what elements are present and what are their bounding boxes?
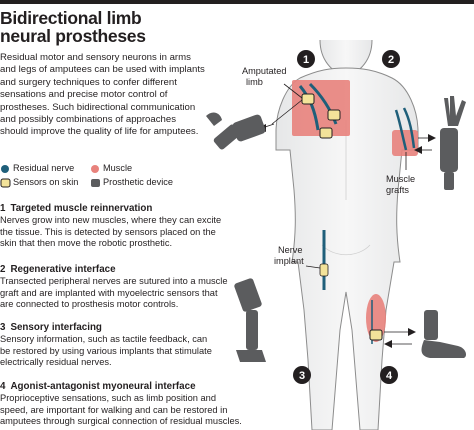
- section-line: Proprioceptive sensations, such as limb …: [0, 393, 217, 403]
- prosthetic-leg-left: [234, 278, 266, 362]
- legend-label: Muscle: [103, 163, 133, 173]
- intro-paragraph: Residual motor and sensory neurons in ar…: [0, 52, 232, 139]
- callout-line: [283, 83, 303, 99]
- section-line: the tissue. This is detected by sensors …: [0, 226, 216, 237]
- intro-line: should improve the quality of life for a…: [0, 126, 199, 138]
- arrow-head: [428, 134, 436, 142]
- arrow-head: [408, 328, 416, 336]
- skin-sensor: [369, 329, 383, 341]
- skin-sensor: [301, 93, 315, 105]
- legend-label: Sensors on skin: [13, 177, 79, 187]
- skin-sensor: [319, 127, 333, 139]
- prosthetic-arm-left: [206, 112, 266, 150]
- prosthetic-swatch: [91, 179, 100, 187]
- section-body: Proprioceptive sensations, such as limb …: [0, 393, 242, 428]
- prosthetic-arm-right: [440, 96, 466, 190]
- regenerative-interface-arm: [392, 107, 436, 156]
- legend-label: Prosthetic device: [103, 177, 173, 187]
- section-line: amputees through surgical connection of …: [0, 416, 242, 426]
- section-body: Transected peripheral nerves are sutured…: [0, 276, 236, 311]
- prosthetic-leg-right: [421, 310, 466, 358]
- svg-text:3: 3: [299, 370, 305, 382]
- section-line: Transected peripheral nerves are sutured…: [0, 276, 228, 286]
- residual-nerve: [402, 107, 416, 149]
- prosthetic-hand: [444, 96, 466, 126]
- tmr-chest-region: [258, 80, 350, 139]
- section-line: are connected to prosthesis motor contro…: [0, 299, 179, 309]
- muscle-swatch: [91, 165, 99, 173]
- intro-line: sensations and precise motor control of: [0, 89, 168, 101]
- nerve-implant-label: Nerve: [278, 245, 303, 255]
- skin-sensor: [327, 109, 341, 121]
- arrow-head: [384, 340, 392, 348]
- callout-line: [305, 265, 321, 269]
- title-line: Bidirectional limb: [0, 8, 142, 28]
- section-line: speed, are important for walking and can…: [0, 404, 228, 415]
- body-illustration: Amputated limb Muscle grafts Nerve impla…: [206, 40, 466, 430]
- figure-title: Bidirectional limb neural prostheses: [0, 9, 236, 45]
- legend-label: Residual nerve: [13, 163, 75, 173]
- nerve-implant: [319, 263, 329, 277]
- nerve-implant-label: implant: [274, 256, 304, 266]
- title-line: neural prostheses: [0, 26, 146, 46]
- section-line: skin that then move the robotic prosthet…: [0, 238, 173, 248]
- prosthetic-foot: [421, 340, 466, 358]
- section-line: Sensory information, such as tactile fee…: [0, 334, 208, 344]
- section-line: graft and are implanted with myoelectric…: [0, 287, 218, 298]
- top-rule: [0, 0, 474, 4]
- intro-line: prostheses. Such bidirectional communica…: [0, 101, 196, 113]
- svg-text:4: 4: [386, 370, 393, 382]
- legend: Residual nerve Muscle Sensors on skin Pr…: [0, 163, 236, 189]
- intro-line: Residual motor and sensory neurons in ar…: [0, 52, 191, 63]
- section-body: Sensory information, such as tactile fee…: [0, 334, 236, 369]
- body-silhouette: [275, 40, 419, 430]
- residual-nerve: [394, 109, 408, 151]
- residual-nerve-swatch: [1, 165, 9, 173]
- section-body: Nerves grow into new muscles, where they…: [0, 215, 236, 250]
- badge-4: 4: [380, 366, 398, 384]
- section-line: electrically residual nerves.: [0, 357, 112, 367]
- badge-1: 1: [297, 50, 315, 68]
- badge-3: 3: [293, 366, 311, 384]
- section-line: be restored by using various implants th…: [0, 345, 212, 356]
- muscle-grafts-label: Muscle: [386, 174, 415, 184]
- arrow-head: [414, 146, 422, 154]
- ami-leg-region: [366, 294, 416, 348]
- svg-text:1: 1: [303, 54, 309, 66]
- muscle-grafts-label: grafts: [386, 185, 409, 195]
- intro-line: and possibly combinations of approaches: [0, 114, 176, 126]
- amputated-limb-label: limb: [246, 77, 263, 87]
- section-line: Nerves grow into new muscles, where they…: [0, 215, 222, 225]
- sensor-swatch: [0, 178, 11, 188]
- residual-nerve: [298, 85, 320, 131]
- sensory-interface-leg: [319, 230, 329, 290]
- intro-line: and surgery techniques to confer differe…: [0, 76, 177, 88]
- badge-2: 2: [382, 50, 400, 68]
- amputated-limb-label: Amputated: [242, 66, 286, 76]
- svg-text:2: 2: [388, 54, 394, 66]
- intro-line: and legs of amputees can be used with im…: [0, 64, 205, 76]
